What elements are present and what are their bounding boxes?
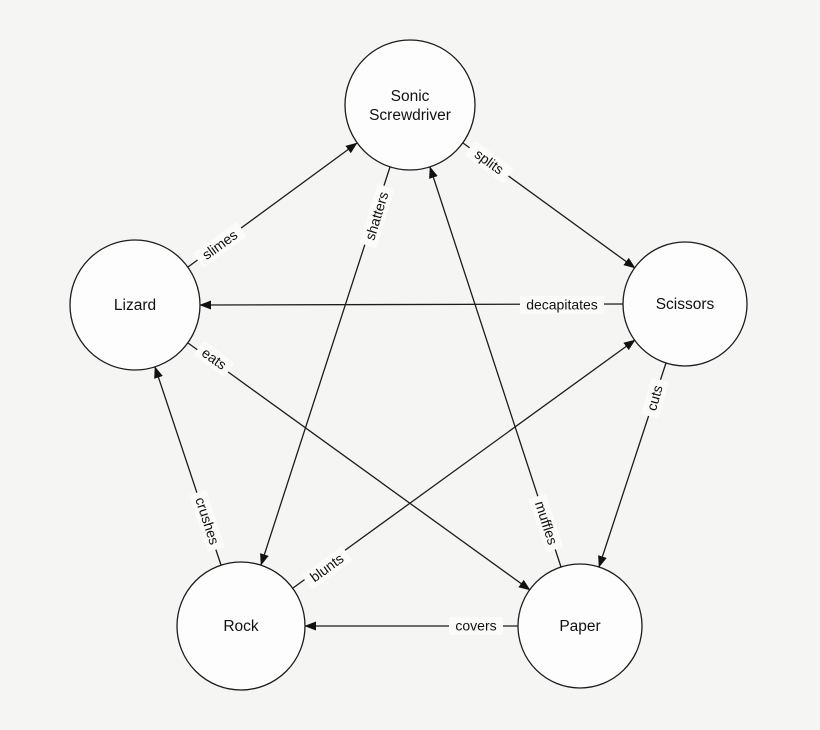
edge-label-text: shatters <box>362 190 392 242</box>
edge-label-text: decapitates <box>526 297 598 313</box>
edge-label-text: covers <box>455 618 496 634</box>
edge-label-text: muffles <box>532 499 561 547</box>
node-label: Paper <box>559 618 600 635</box>
edge-label-layer: slimes splits decapitates shatters eats … <box>189 141 669 635</box>
node-rock: Rock <box>176 561 306 691</box>
edge-label-text: cuts <box>643 383 665 412</box>
node-label: Screwdriver <box>369 107 451 124</box>
edge-label-slimes: slimes <box>193 222 247 268</box>
node-sonic-screwdriver: Sonic Screwdriver <box>344 39 476 171</box>
node-label: Sonic <box>391 88 430 105</box>
edge-label-crushes: crushes <box>189 490 225 552</box>
edge-label-covers: covers <box>449 617 503 635</box>
edge-label-blunts: blunts <box>302 546 352 590</box>
node-scissors: Scissors <box>622 241 748 367</box>
node-lizard: Lizard <box>69 239 201 371</box>
edge-lizard-eats-paper <box>187 342 531 591</box>
edge-label-cuts: cuts <box>641 377 669 419</box>
node-label: Rock <box>223 618 259 635</box>
edge-rock-blunts-scissors <box>292 339 636 589</box>
node-paper: Paper <box>517 563 643 689</box>
edge-label-shatters: shatters <box>359 184 395 248</box>
edge-label-muffles: muffles <box>529 494 563 552</box>
node-label: Lizard <box>114 297 156 314</box>
node-layer: Sonic Screwdriver Lizard Scissors Rock P… <box>69 39 748 691</box>
edge-label-decapitates: decapitates <box>520 296 604 314</box>
edge-label-text: crushes <box>192 495 222 547</box>
node-label: Scissors <box>656 296 715 313</box>
edge-layer <box>154 142 667 631</box>
edge-label-splits: splits <box>465 141 513 183</box>
